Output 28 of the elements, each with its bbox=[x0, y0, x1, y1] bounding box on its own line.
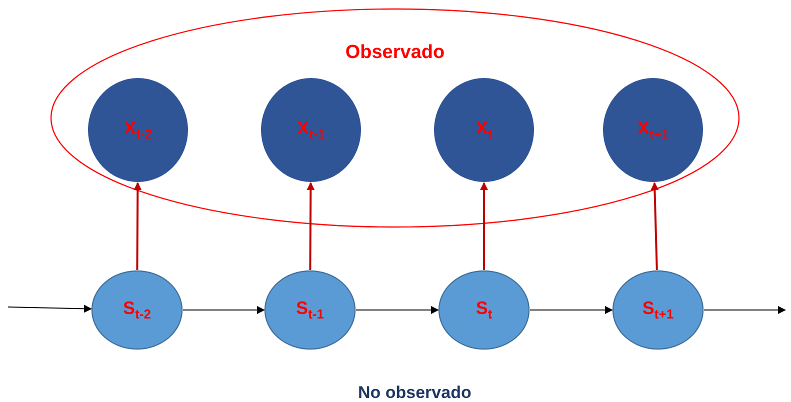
caption-text: No observado bbox=[358, 383, 472, 402]
node-label: S$_{t-2}$ bbox=[123, 298, 151, 322]
node-label: X$_{t-1}$ bbox=[297, 118, 325, 142]
node-label: X$_{t+1}$ bbox=[637, 118, 669, 142]
observed-node bbox=[433, 77, 535, 183]
group-title: Observado bbox=[344, 42, 446, 64]
observed-node bbox=[602, 77, 704, 183]
arrow bbox=[650, 182, 659, 270]
arrow bbox=[182, 306, 265, 314]
arrow bbox=[306, 182, 315, 270]
arrow bbox=[530, 306, 613, 314]
arrow bbox=[704, 306, 786, 314]
node-label: S$_{t}$ bbox=[476, 298, 492, 322]
hidden-state-node bbox=[264, 270, 356, 350]
arrow bbox=[480, 182, 488, 270]
hidden-state-node bbox=[91, 270, 183, 350]
node-label: S$_{t+1}$ bbox=[642, 298, 674, 322]
node-label: X$_{t-2}$ bbox=[124, 118, 152, 142]
hidden-state-node bbox=[612, 270, 704, 350]
arrow bbox=[8, 304, 92, 313]
node-label: S$_{t-1}$ bbox=[296, 298, 324, 322]
node-label: X$_{t}$ bbox=[476, 118, 492, 142]
observed-node bbox=[260, 77, 362, 183]
group-ellipse bbox=[50, 8, 740, 228]
observed-node bbox=[87, 77, 189, 183]
hidden-state-node bbox=[438, 270, 530, 350]
arrow bbox=[134, 182, 142, 270]
arrow bbox=[356, 306, 439, 314]
